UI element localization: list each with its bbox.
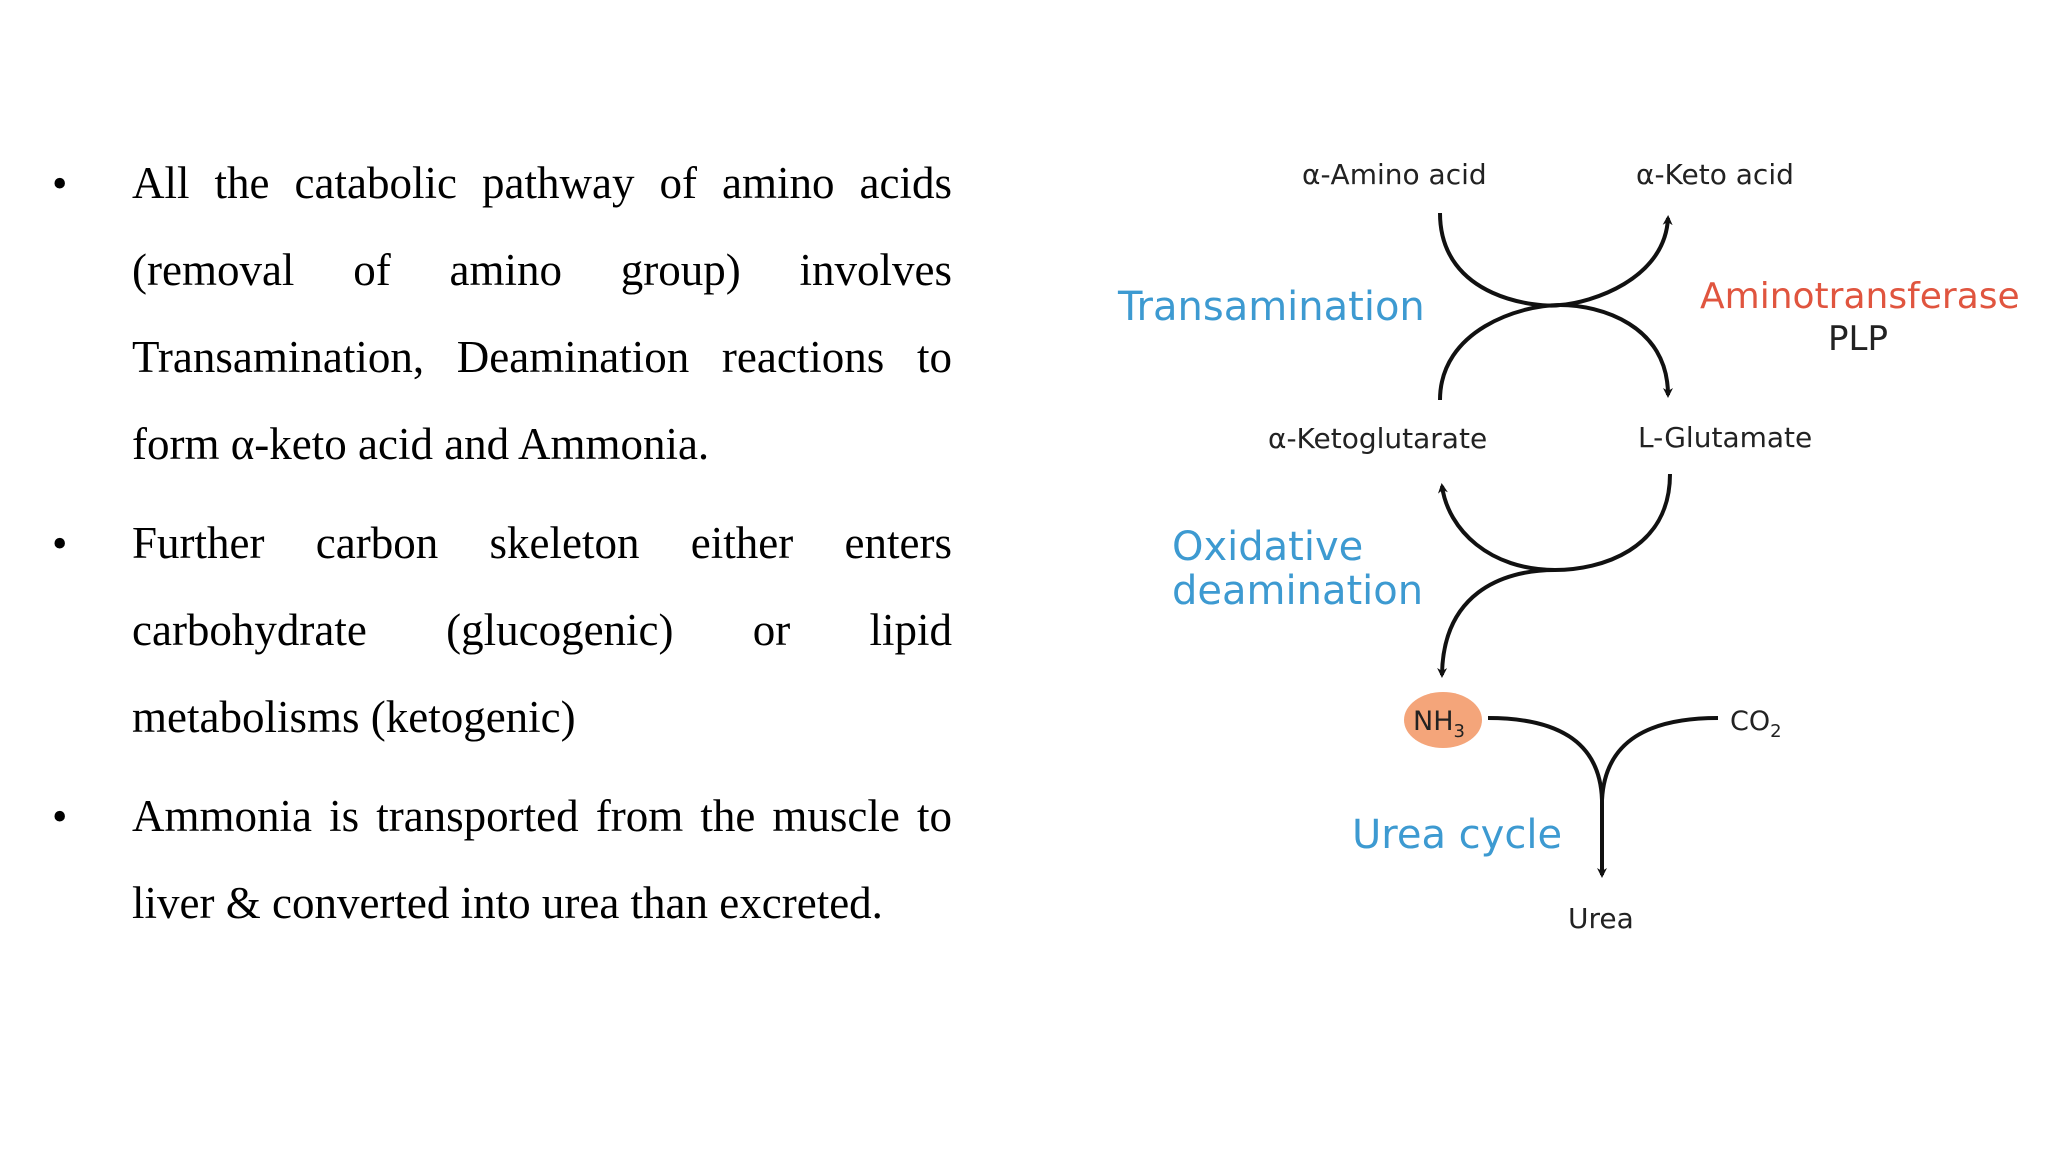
label-nh3: NH3 (1413, 706, 1465, 742)
label-alpha-keto-acid: α-Keto acid (1636, 158, 1794, 191)
bullet-list: • All the catabolic pathway of amino aci… (52, 140, 952, 959)
label-co2: CO2 (1730, 706, 1782, 742)
bullet-text: Further carbon skeleton either enters ca… (132, 518, 952, 742)
bullet-item: • Ammonia is transported from the muscle… (52, 773, 952, 947)
label-urea-cycle: Urea cycle (1352, 812, 1562, 858)
label-alpha-ketoglutarate: α-Ketoglutarate (1268, 422, 1487, 455)
transamination-arrow-in (1438, 212, 1673, 308)
bullet-item: • Further carbon skeleton either enters … (52, 500, 952, 761)
bullet-dot: • (52, 792, 68, 841)
deamination-arrow-return (1437, 473, 1672, 573)
label-urea: Urea (1568, 902, 1634, 935)
deamination-arrow-nh3 (1437, 568, 1556, 678)
bullet-item: • All the catabolic pathway of amino aci… (52, 140, 952, 488)
label-aminotransferase: Aminotransferase (1700, 276, 2020, 317)
label-alpha-amino-acid: α-Amino acid (1302, 158, 1487, 191)
bullet-text: All the catabolic pathway of amino acids… (132, 158, 952, 469)
bullet-dot: • (52, 519, 68, 568)
label-transamination: Transamination (1117, 284, 1425, 330)
nh3-bubble (1404, 692, 1482, 748)
label-oxidative: Oxidative (1172, 524, 1363, 570)
urea-arrow-co2 (1600, 716, 1719, 801)
label-l-glutamate: L-Glutamate (1638, 421, 1812, 454)
urea-arrow-nh3 (1487, 716, 1604, 801)
bullet-dot: • (52, 159, 68, 208)
transamination-arrow-out (1438, 302, 1673, 401)
label-plp: PLP (1828, 319, 1888, 359)
bullet-text: Ammonia is transported from the muscle t… (132, 791, 952, 928)
label-deamination: deamination (1172, 568, 1423, 614)
